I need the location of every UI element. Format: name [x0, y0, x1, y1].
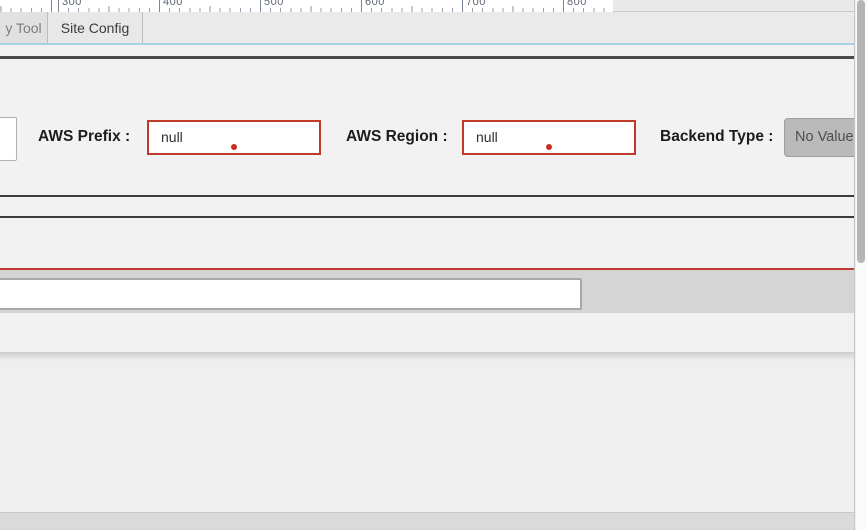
section-divider: [0, 56, 854, 59]
backend-type-label: Backend Type :: [660, 128, 774, 145]
aws-prefix-error-dot: [231, 144, 237, 150]
red-divider-line: [0, 268, 854, 270]
ruler-major-ticks: [0, 0, 613, 12]
tab-site-config[interactable]: Site Config: [48, 12, 143, 43]
tab-query-tool[interactable]: y Tool: [0, 12, 48, 43]
aws-prefix-value: null: [161, 129, 183, 145]
tab-bar: y Tool Site Config: [0, 12, 854, 43]
spacer-strip: [0, 45, 854, 56]
horizontal-ruler: 300 400 500 600 700 800: [0, 0, 613, 12]
lower-empty-area: [0, 361, 854, 512]
config-form-panel: AWS Prefix : null AWS Region : null Back…: [0, 59, 854, 195]
backend-type-value-chip[interactable]: No Value: [784, 118, 854, 157]
ruler-label-500: 500: [264, 0, 284, 8]
divider-line-2: [0, 216, 854, 218]
aws-region-error-dot: [546, 144, 552, 150]
tab-site-config-label: Site Config: [60, 19, 130, 36]
ruler-label-300: 300: [62, 0, 82, 8]
clipped-left-input[interactable]: [0, 117, 17, 161]
aws-region-label: AWS Region :: [346, 128, 448, 145]
aws-prefix-input[interactable]: null: [147, 120, 321, 155]
footer-band: i: [0, 512, 854, 530]
ruler-label-700: 700: [466, 0, 486, 8]
aws-region-input[interactable]: null: [462, 120, 636, 155]
ruler-label-800: 800: [567, 0, 587, 8]
ruler-label-600: 600: [365, 0, 385, 8]
divider-line-1: [0, 195, 854, 197]
tab-query-tool-label: y Tool: [5, 19, 42, 36]
wide-text-input[interactable]: [0, 278, 582, 310]
ruler-row: 300 400 500 600 700 800: [0, 0, 854, 12]
panel-bottom-shadow: [0, 352, 854, 361]
scrollbar-thumb[interactable]: [857, 0, 865, 263]
vertical-scrollbar[interactable]: [856, 0, 867, 530]
active-tab-underline: [0, 43, 854, 45]
ruler-label-400: 400: [163, 0, 183, 8]
toolbar-band: [0, 270, 854, 313]
spacer-strip-2: [0, 197, 854, 216]
aws-region-value: null: [476, 129, 498, 145]
aws-prefix-label: AWS Prefix :: [38, 128, 131, 145]
spacer-strip-4: [0, 313, 854, 352]
spacer-strip-3: [0, 218, 854, 268]
